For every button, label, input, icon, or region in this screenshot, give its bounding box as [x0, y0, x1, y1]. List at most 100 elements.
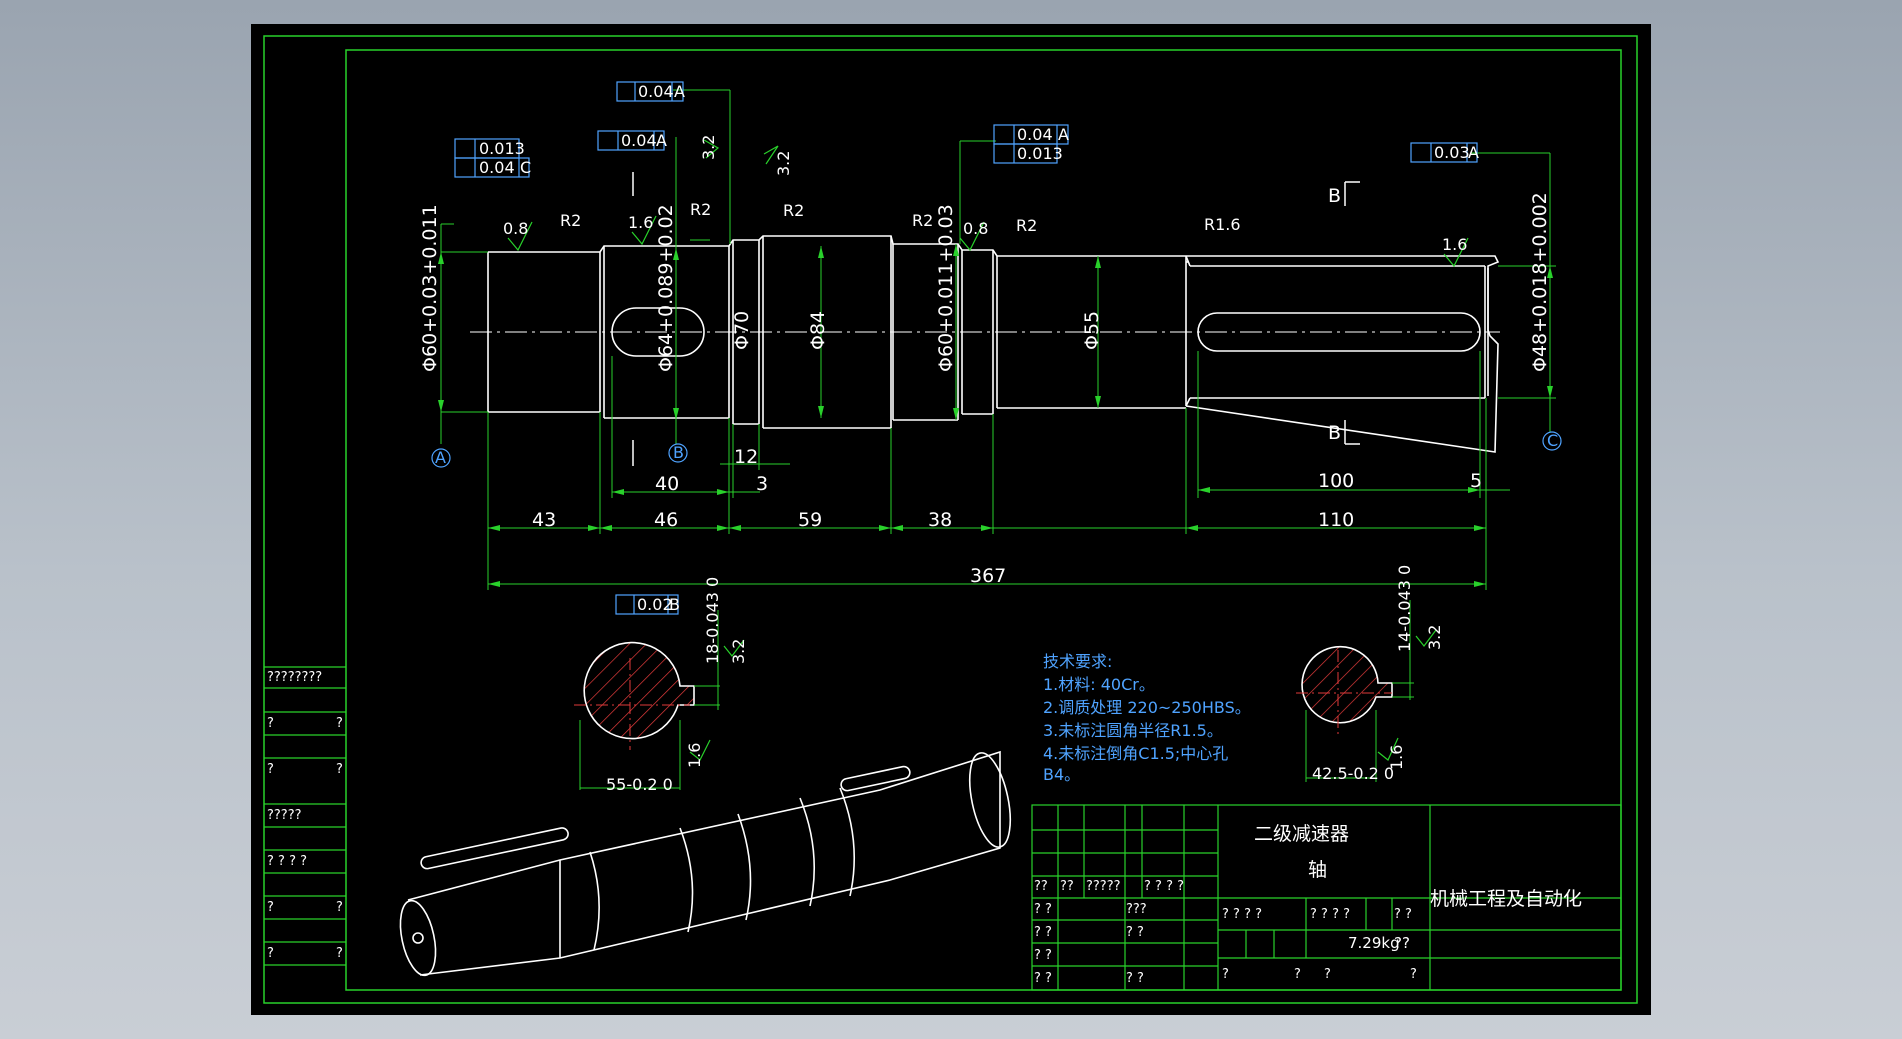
tol-f3: 0.04 — [638, 82, 674, 101]
dim-43: 43 — [532, 509, 556, 531]
datum-markers — [431, 431, 1562, 468]
tol-f4a-ref: A — [1058, 125, 1069, 144]
tol-f2-ref: A — [656, 131, 667, 150]
strip-text-9: ? — [336, 900, 343, 915]
organization: 机械工程及自动化 — [1430, 888, 1582, 910]
radius-r2-3: R2 — [783, 201, 804, 220]
tolerance-frames — [454, 81, 1478, 615]
dia-60b: Φ60+0.011+0.03 — [935, 204, 957, 372]
title-block-text: ?? ?? ????? ? ? ? ? ? ? ??? ? ? ? ? ? ? … — [1034, 879, 1417, 986]
tech-line-1: 1.材料: 40Cr。 — [1043, 675, 1155, 694]
roughness-0-8-b: 0.8 — [963, 219, 988, 238]
sec1-depth: 55-0.2 0 — [606, 775, 673, 794]
strip-text-8: ? — [267, 900, 274, 915]
roughness-symbols — [507, 139, 1469, 268]
section-view-1 — [574, 610, 745, 790]
dim-40: 40 — [655, 473, 679, 495]
dim-46: 46 — [654, 509, 678, 531]
datum-c: C — [1547, 431, 1558, 450]
dim-12: 12 — [734, 446, 758, 468]
tol-f6: 0.02 — [637, 595, 673, 614]
dia-48: Φ48+0.018+0.002 — [1529, 192, 1551, 372]
radius-r2-4: R2 — [912, 211, 933, 230]
radius-r2-1: R2 — [560, 211, 581, 230]
tol-f1b: 0.04 — [479, 158, 515, 177]
tol-f1a: 0.013 — [479, 139, 525, 158]
radius-r2-5: R2 — [1016, 216, 1037, 235]
svg-text:? ? ? ?: ? ? ? ? — [1310, 907, 1350, 922]
svg-text:? ?: ? ? — [1034, 925, 1052, 940]
inner-frame — [345, 49, 1622, 991]
roughness-1-6-a: 1.6 — [628, 213, 653, 232]
tolerance-text: 0.013 0.04 C 0.04 A 0.04 A 0.04 A 0.013 … — [479, 82, 1479, 614]
tol-f5: 0.03 — [1434, 143, 1470, 162]
svg-text:? ?: ? ? — [1034, 971, 1052, 986]
tol-f4a: 0.04 — [1017, 125, 1053, 144]
weight-tail: ?? — [1394, 934, 1410, 952]
strip-text-10: ? — [267, 946, 274, 961]
datum-a: A — [435, 448, 446, 467]
part-assembly-name: 二级减速器 — [1254, 823, 1349, 845]
dim-5: 5 — [1470, 470, 1482, 492]
svg-text:? ?: ? ? — [1394, 907, 1412, 922]
svg-text:?: ? — [1410, 967, 1417, 982]
tech-line-2: 2.调质处理 220~250HBS。 — [1043, 698, 1251, 717]
strip-text-11: ? — [336, 946, 343, 961]
tol-f3-ref: A — [674, 82, 685, 101]
svg-text:??: ?? — [1034, 879, 1048, 894]
svg-text:?: ? — [1324, 967, 1331, 982]
part-name: 轴 — [1308, 859, 1327, 881]
strip-text-3: ? — [336, 716, 343, 731]
roughness-3-2-d: 3.2 — [1425, 625, 1444, 650]
svg-text:?: ? — [1222, 967, 1229, 982]
radius-r2-2: R2 — [690, 200, 711, 219]
tech-line-5: B4。 — [1043, 765, 1080, 784]
dim-110: 110 — [1318, 509, 1354, 531]
dia-70: Φ70 — [731, 311, 753, 350]
drawing-sheet — [251, 24, 1651, 1015]
title-block-grid — [1031, 804, 1622, 991]
dimension-lines — [440, 89, 1556, 590]
roughness-3-2-c: 3.2 — [729, 639, 748, 664]
left-strip-text: ???????? ? ? ? ? ????? ? ? ? ? ? ? ? ? — [267, 670, 343, 961]
roughness-3-2-b: 3.2 — [774, 151, 793, 176]
isometric-shaft — [399, 750, 1012, 977]
strip-text-6: ????? — [267, 808, 302, 823]
section-view-2 — [1296, 600, 1437, 782]
tol-f2: 0.04 — [621, 131, 657, 150]
dim-3: 3 — [756, 473, 768, 495]
roughness-1-6-b: 1.6 — [1442, 235, 1467, 254]
strip-text-1: ???????? — [267, 670, 322, 685]
datum-b: B — [673, 443, 684, 462]
tech-requirements: 技术要求: 1.材料: 40Cr。 2.调质处理 220~250HBS。 3.未… — [1043, 652, 1251, 784]
dim-100: 100 — [1318, 470, 1354, 492]
svg-text:???: ??? — [1126, 902, 1147, 917]
sec2-depth: 42.5-0.2 0 — [1312, 764, 1394, 783]
tol-f5-ref: A — [1468, 143, 1479, 162]
radius-r1-6: R1.6 — [1204, 215, 1241, 234]
svg-text:?????: ????? — [1086, 879, 1121, 894]
dim-367: 367 — [970, 565, 1006, 587]
section-mark-bottom: B — [1328, 422, 1341, 444]
tol-f6-ref: B — [669, 595, 680, 614]
roughness-1-6-d: 1.6 — [1387, 745, 1406, 770]
dia-60a: Φ60+0.03+0.011 — [419, 204, 441, 372]
svg-text:? ?: ? ? — [1034, 948, 1052, 963]
sec1-width: 18-0.043 0 — [703, 577, 722, 664]
strip-text-4: ? — [267, 762, 274, 777]
tech-line-4: 4.未标注倒角C1.5;中心孔 — [1043, 744, 1228, 763]
arrow-heads — [438, 244, 1553, 587]
tech-line-3: 3.未标注圆角半径R1.5。 — [1043, 721, 1223, 740]
weight-value: 7.29kg — [1348, 934, 1400, 952]
strip-text-5: ? — [336, 762, 343, 777]
sec2-width: 14-0.043 0 — [1395, 565, 1414, 652]
tol-f4b: 0.013 — [1017, 144, 1063, 163]
dim-59: 59 — [798, 509, 822, 531]
roughness-0-8-a: 0.8 — [503, 219, 528, 238]
svg-text:? ?: ? ? — [1126, 971, 1144, 986]
dia-64: Φ64+0.089+0.02 — [655, 204, 677, 372]
roughness-3-2-a: 3.2 — [699, 135, 718, 160]
tol-f1b-ref: C — [520, 158, 531, 177]
svg-text:? ?: ? ? — [1034, 902, 1052, 917]
